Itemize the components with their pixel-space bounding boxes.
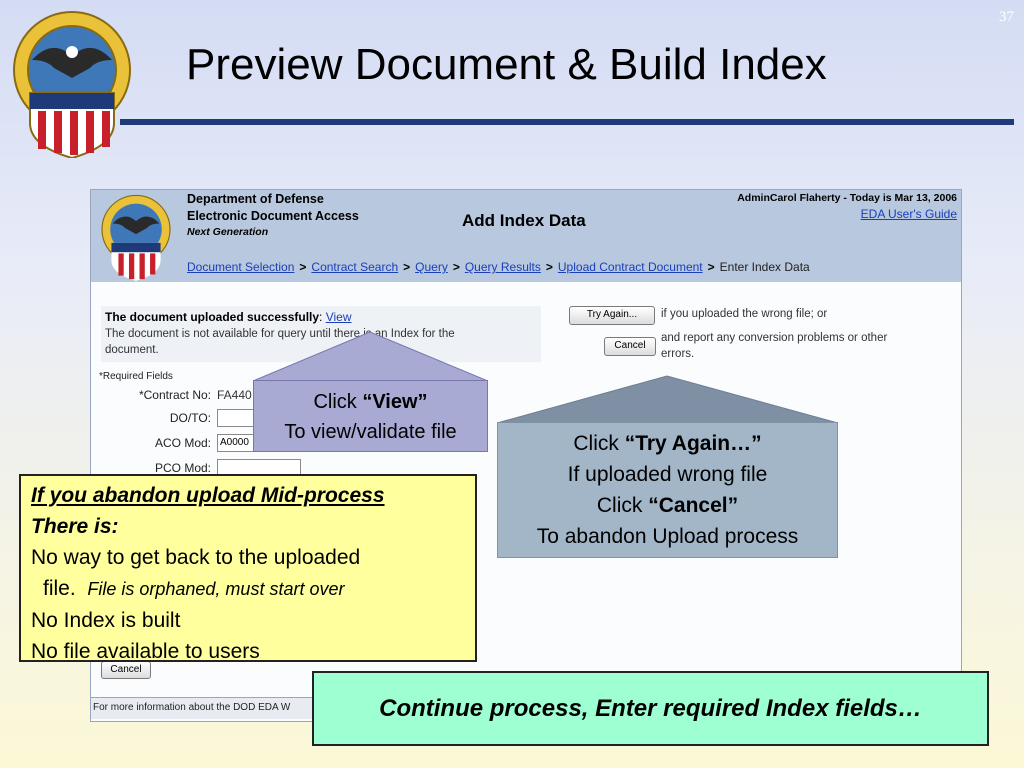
cancel-callout-click: Click [596, 494, 649, 517]
try-callout-desc: If uploaded wrong file [567, 463, 768, 486]
cancel-description-line1: and report any conversion problems or ot… [661, 332, 888, 344]
try-again-callout: Click “Try Again…” If uploaded wrong fil… [497, 422, 838, 558]
abandon-line2-a: file. [43, 577, 76, 600]
breadcrumb-separator: > [403, 260, 411, 274]
org-name-line3: Next Generation [187, 226, 269, 238]
upload-note-line2: document. [105, 344, 159, 356]
slide-title: Preview Document & Build Index [186, 40, 827, 89]
view-callout-pointer [253, 331, 488, 382]
cancel-callout-desc: To abandon Upload process [536, 525, 799, 548]
upload-status-box: The document uploaded successfully: View… [101, 306, 541, 362]
breadcrumb: Document Selection > Contract Search > Query… [187, 260, 810, 274]
breadcrumb-query-results[interactable]: Query Results [464, 260, 541, 274]
try-callout-click: Click [573, 432, 625, 455]
eda-header: Department of Defense Electronic Documen… [91, 190, 961, 282]
try-again-description: if you uploaded the wrong file; or [661, 308, 828, 320]
abandon-subheading: There is: [31, 515, 119, 538]
breadcrumb-current: Enter Index Data [719, 260, 810, 274]
try-again-callout-pointer [497, 375, 838, 424]
eda-seal-logo [101, 194, 171, 281]
abandon-line3: No Index is built [31, 609, 181, 632]
org-name-line1: Department of Defense [187, 192, 324, 206]
user-info: AdminCarol Flaherty - Today is Mar 13, 2… [737, 192, 957, 204]
view-callout-keyword: “View” [362, 391, 428, 413]
contract-no-label: *Contract No: [138, 388, 211, 402]
view-callout-desc: To view/validate file [284, 421, 457, 443]
cancel-description-line2: errors. [661, 348, 695, 360]
cancel-callout-keyword: “Cancel” [648, 494, 739, 517]
breadcrumb-upload-contract-document[interactable]: Upload Contract Document [557, 260, 703, 274]
aco-mod-label: ACO Mod: [154, 436, 211, 450]
try-callout-keyword: “Try Again…” [624, 432, 762, 455]
view-link[interactable]: View [325, 310, 352, 324]
aco-mod-input[interactable]: A0000 [217, 434, 257, 452]
contract-no-value: FA440 [217, 388, 252, 402]
title-divider [120, 119, 1014, 125]
try-again-button[interactable]: Try Again... [569, 306, 655, 325]
slide-number: 37 [999, 9, 1014, 25]
abandon-line1: No way to get back to the uploaded [31, 546, 361, 569]
abandon-heading: If you abandon upload Mid-process [31, 484, 385, 507]
view-callout: Click “View” To view/validate file [253, 380, 488, 452]
view-callout-click: Click [313, 391, 363, 413]
breadcrumb-document-selection[interactable]: Document Selection [187, 260, 295, 274]
breadcrumb-separator: > [545, 260, 553, 274]
pco-mod-label: PCO Mod: [154, 461, 211, 475]
breadcrumb-query[interactable]: Query [415, 260, 448, 274]
abandon-line2-b: File is orphaned, must start over [87, 579, 345, 599]
cancel-button[interactable]: Cancel [604, 337, 656, 356]
breadcrumb-contract-search[interactable]: Contract Search [311, 260, 399, 274]
users-guide-link[interactable]: EDA User's Guide [860, 207, 957, 221]
upload-success-text: The document uploaded successfully [105, 310, 320, 324]
continue-process-box: Continue process, Enter required Index f… [312, 671, 989, 746]
breadcrumb-separator: > [299, 260, 307, 274]
dla-seal-logo [13, 11, 131, 158]
do-to-input[interactable] [217, 409, 257, 427]
required-fields-note: *Required Fields [99, 371, 173, 382]
do-to-label: DO/TO: [169, 411, 211, 425]
abandon-line4: No file available to users [31, 640, 260, 663]
breadcrumb-separator: > [452, 260, 460, 274]
breadcrumb-separator: > [707, 260, 715, 274]
org-name-line2: Electronic Document Access [187, 209, 359, 223]
eda-page-title: Add Index Data [462, 211, 586, 230]
abandon-warning-box: If you abandon upload Mid-process There … [19, 474, 477, 663]
